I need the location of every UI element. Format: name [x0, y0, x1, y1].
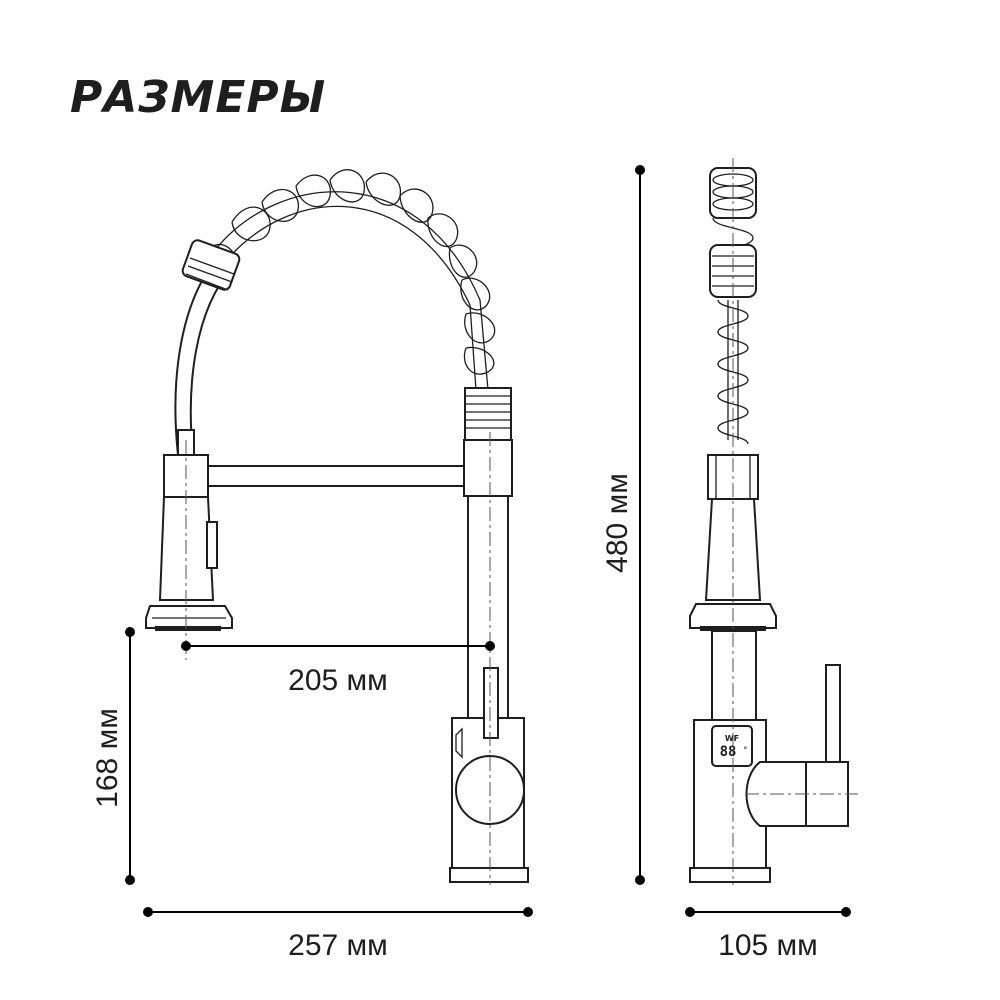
front-view: [145, 169, 529, 885]
support-bar: [204, 465, 468, 487]
page-title: РАЗМЕРЫ: [70, 72, 327, 123]
side-view: WF 88 °: [689, 158, 858, 885]
depth-label: 105 мм: [718, 929, 818, 962]
spout-height-label: 168 мм: [91, 708, 124, 808]
dimension-168: 168 мм: [91, 627, 135, 885]
reach-label: 205 мм: [288, 664, 388, 697]
faucet-base: [449, 667, 529, 883]
display-unit: °: [743, 746, 748, 756]
hose-collar: [181, 239, 241, 291]
dimension-257: 257 мм: [143, 907, 533, 962]
temperature-display: WF 88 °: [720, 734, 748, 760]
side-column: [711, 630, 757, 722]
spring-base: [464, 387, 512, 441]
dimension-105: 105 мм: [685, 907, 851, 962]
spring-coil: [199, 169, 496, 391]
display-logo: WF: [725, 734, 739, 743]
dimension-480: 480 мм: [601, 165, 645, 885]
display-temperature: 88: [720, 744, 737, 760]
dimension-205: 205 мм: [181, 641, 495, 697]
total-width-label: 257 мм: [288, 929, 388, 962]
side-sprayer: [704, 498, 762, 601]
total-height-label: 480 мм: [601, 473, 634, 573]
